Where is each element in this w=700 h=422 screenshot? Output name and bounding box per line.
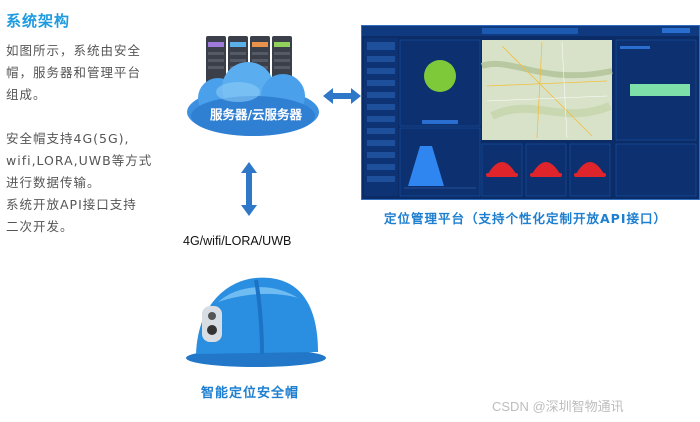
description-line: 安全帽支持4G(5G),	[6, 131, 130, 146]
smart-helmet-illustration	[178, 262, 328, 378]
network-protocols-label: 4G/wifi/LORA/UWB	[183, 234, 292, 248]
server-label: 服务器/云服务器	[209, 107, 303, 122]
description-paragraph-3: 系统开放API接口支持 二次开发。	[6, 194, 137, 238]
server-icon	[187, 36, 319, 136]
description-line: 帽，服务器和管理平台	[6, 65, 142, 80]
description-line: wifi,LORA,UWB等方式	[6, 153, 153, 168]
description-paragraph-1: 如图所示，系统由安全 帽，服务器和管理平台 组成。	[6, 40, 141, 106]
description-line: 系统开放API接口支持	[6, 197, 137, 212]
description-line: 组成。	[6, 87, 47, 102]
description-paragraph-2: 安全帽支持4G(5G), wifi,LORA,UWB等方式 进行数据传输。	[6, 128, 152, 194]
dashboard-thumbnail	[362, 26, 699, 199]
helmet-caption: 智能定位安全帽	[201, 386, 300, 401]
platform-dashboard-screenshot	[361, 25, 700, 200]
description-line: 进行数据传输。	[6, 175, 101, 190]
section-title: 系统架构	[6, 12, 71, 30]
description-line: 二次开发。	[6, 219, 74, 234]
server-cloud-illustration	[178, 32, 328, 144]
bidirectional-arrow-horizontal-icon	[323, 86, 361, 110]
watermark: CSDN @深圳智物通讯	[492, 399, 624, 414]
helmet-icon	[186, 277, 326, 367]
description-line: 如图所示，系统由安全	[6, 43, 142, 58]
bidirectional-arrow-vertical-icon	[239, 162, 259, 220]
platform-caption: 定位管理平台（支持个性化定制开放API接口）	[384, 211, 667, 226]
